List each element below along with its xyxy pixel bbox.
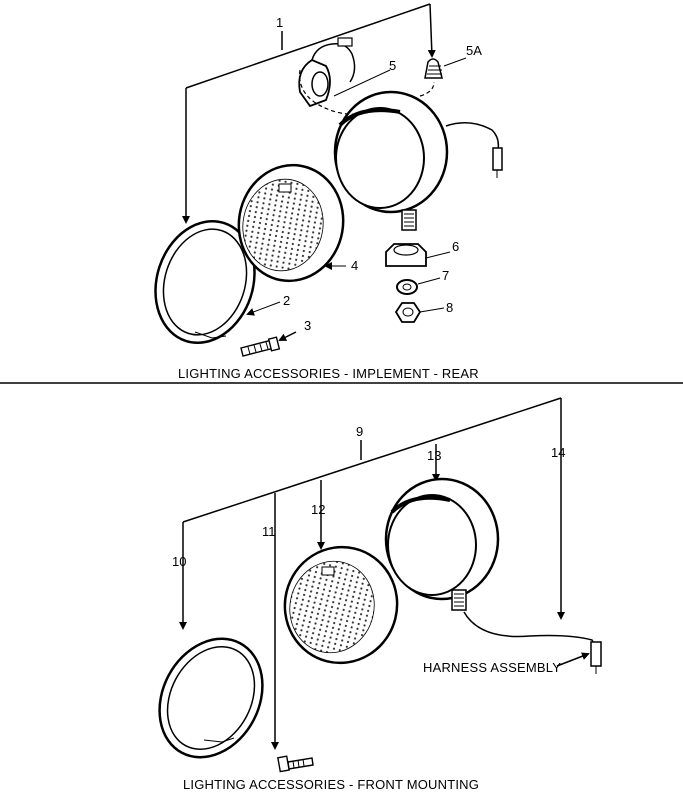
harness-leader (556, 652, 590, 667)
caption-rear: LIGHTING ACCESSORIES - IMPLEMENT - REAR (178, 366, 479, 381)
rear-socket-part (298, 37, 391, 115)
caption-front: LIGHTING ACCESSORIES - FRONT MOUNTING (183, 777, 479, 792)
rear-washer-part (396, 277, 441, 295)
callout-5: 5 (389, 58, 396, 73)
callout-10: 10 (172, 554, 186, 569)
callout-8: 8 (446, 300, 453, 315)
callout-14: 14 (551, 445, 565, 460)
callout-1: 1 (276, 15, 283, 30)
callout-9-leader (179, 397, 565, 750)
harness-assembly-label: HARNESS ASSEMBLY (423, 660, 561, 675)
rear-nut-part (394, 302, 445, 323)
callout-5a: 5A (466, 43, 482, 58)
callout-9: 9 (356, 424, 363, 439)
callout-7: 7 (442, 268, 449, 283)
rear-assembly: 1 2 3 4 5 5A 6 7 8 LIGHTING ACCESSORIES … (154, 3, 503, 381)
front-rim-part (158, 637, 264, 759)
rear-cap-part (424, 57, 467, 79)
callout-1-leader (182, 3, 436, 224)
rear-lamp-housing (333, 81, 503, 231)
callout-6: 6 (452, 239, 459, 254)
rear-grommet-part (385, 243, 451, 267)
callout-2: 2 (283, 293, 290, 308)
rear-rim-part (154, 219, 256, 345)
callout-2-leader (246, 301, 281, 316)
front-screw-part (277, 755, 314, 773)
front-lamp-housing (384, 477, 500, 611)
callout-12: 12 (311, 502, 325, 517)
rear-lens-part (237, 163, 345, 283)
callout-4: 4 (351, 258, 358, 273)
harness-part (463, 611, 602, 674)
callout-13: 13 (427, 448, 441, 463)
front-assembly: 9 10 11 12 13 14 HARNESS ASSEMBLY LIGHTI… (158, 397, 602, 792)
rear-screw-part (240, 331, 297, 357)
callout-3: 3 (304, 318, 311, 333)
front-lens-part (283, 545, 399, 665)
callout-11: 11 (262, 524, 276, 539)
